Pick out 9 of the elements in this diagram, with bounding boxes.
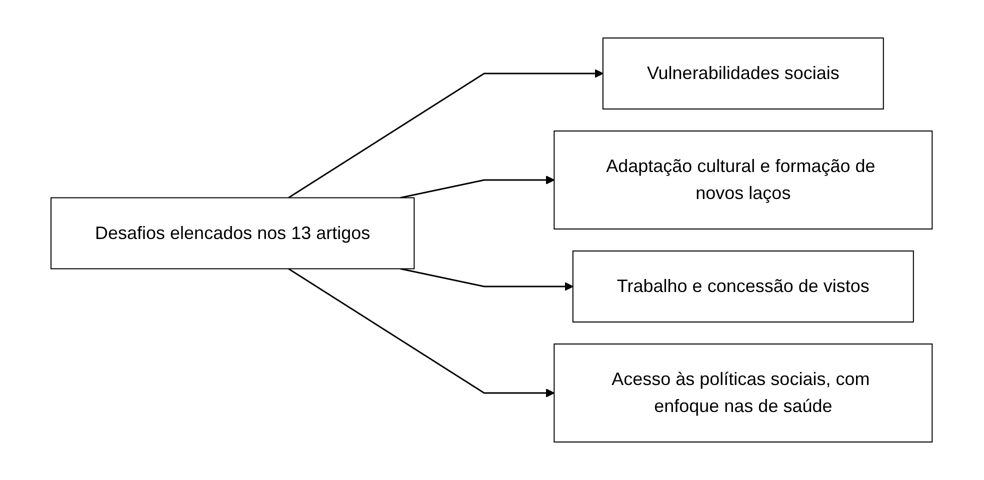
arrow (400, 268, 574, 291)
node-box: Desafios elencados nos 13 artigos (50, 197, 416, 270)
node-box: Acesso às políticas sociais, com enfoque nas de saúde (554, 344, 934, 442)
arrow (288, 268, 555, 398)
node-box: Adaptação cultural e formação de novos laços (554, 130, 934, 230)
arrow (288, 69, 604, 198)
arrow (400, 176, 555, 198)
node-box: Vulnerabilidades sociais (602, 38, 884, 110)
node-box: Trabalho e concessão de vistos (572, 250, 914, 322)
